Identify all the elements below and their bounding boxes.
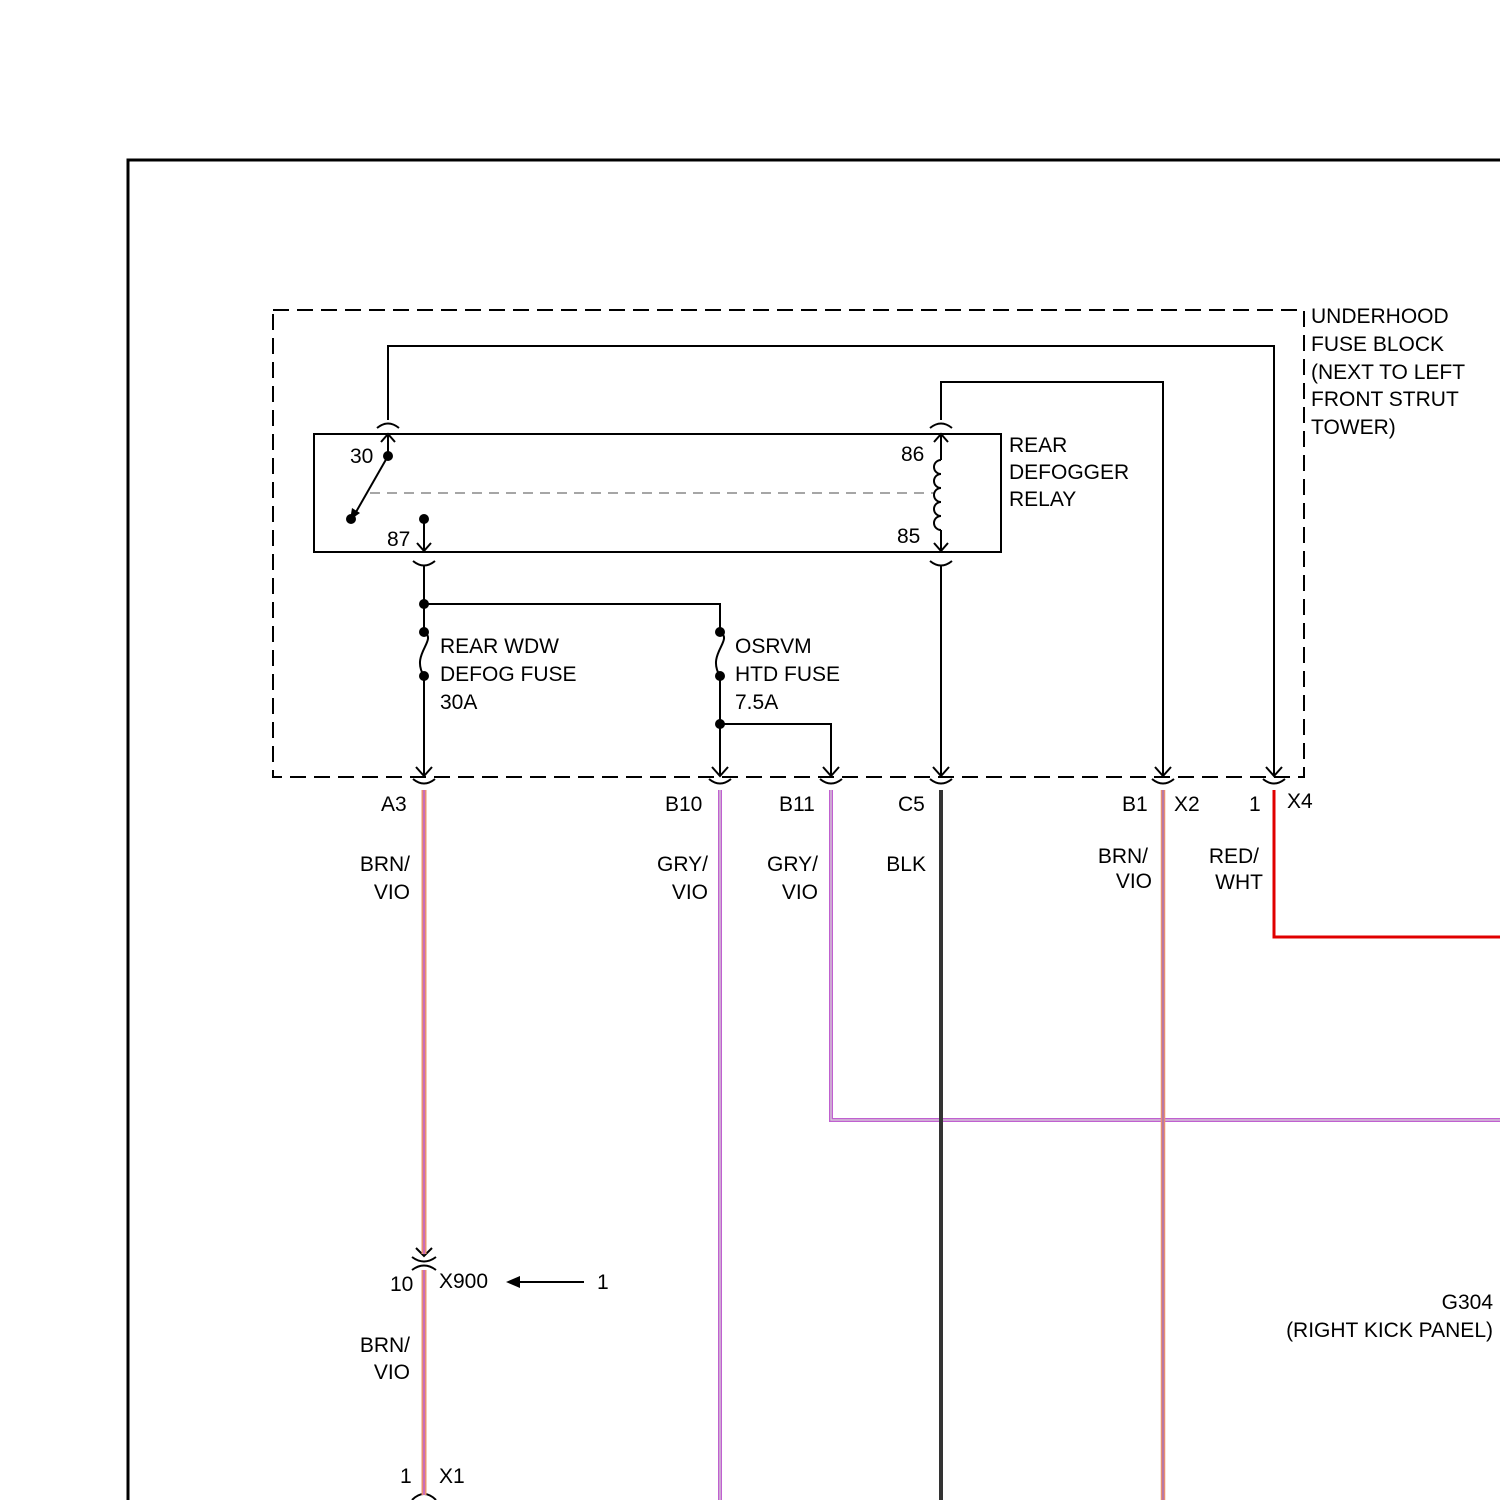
terminal-b11: B11 bbox=[779, 793, 815, 816]
page-border bbox=[128, 160, 1500, 1500]
ground-location: (RIGHT KICK PANEL) bbox=[1286, 1319, 1493, 1342]
wire-label-x4-line-1: RED/ bbox=[1209, 845, 1259, 868]
wire-label-b10-line-1: GRY/ bbox=[657, 853, 708, 876]
fuse-bus-splice bbox=[419, 599, 429, 609]
feed-wire-pin30 bbox=[388, 346, 1274, 776]
ground-name: G304 bbox=[1442, 1291, 1494, 1314]
relay-pin-30: 30 bbox=[350, 445, 373, 468]
terminal-b1: B1 bbox=[1122, 793, 1148, 816]
wire-label-b10-line-2: VIO bbox=[672, 881, 708, 904]
relay-coil bbox=[934, 434, 941, 552]
terminal-b10: B10 bbox=[665, 793, 702, 816]
connector-x1: X1 bbox=[439, 1465, 465, 1488]
wire-label-a3-line-1: BRN/ bbox=[360, 853, 410, 876]
relay-pin-85: 85 bbox=[897, 525, 920, 548]
relay-label-line-1: REAR bbox=[1009, 434, 1067, 457]
connector-x2: X2 bbox=[1174, 793, 1200, 816]
x1-pin: 1 bbox=[400, 1465, 412, 1488]
wire-label-x900-line-1: BRN/ bbox=[360, 1334, 410, 1357]
wire-label-b11-line-2: VIO bbox=[782, 881, 818, 904]
relay-socket-30 bbox=[377, 424, 399, 453]
wire-label-x900-line-2: VIO bbox=[374, 1361, 410, 1384]
wire-label-b1-line-1: BRN/ bbox=[1098, 845, 1148, 868]
relay-pin-86: 86 bbox=[901, 443, 924, 466]
fuse-block-label-line-4: FRONT STRUT bbox=[1311, 388, 1459, 411]
x900-pin: 10 bbox=[390, 1273, 413, 1296]
fuse-1-label-line-2: DEFOG FUSE bbox=[440, 663, 577, 686]
fuse-2-label-line-3: 7.5A bbox=[735, 691, 778, 714]
fuse-1-label-line-1: REAR WDW bbox=[440, 635, 559, 658]
fuse-2-label-line-1: OSRVM bbox=[735, 635, 812, 658]
fuse-block-label-line-2: FUSE BLOCK bbox=[1311, 333, 1444, 356]
fuse-block-label-line-5: TOWER) bbox=[1311, 416, 1396, 439]
fuse-1-label-line-3: 30A bbox=[440, 691, 477, 714]
connector-x900: X900 bbox=[439, 1270, 488, 1293]
fuse-rear-wdw-defog bbox=[419, 627, 429, 776]
x900-ref-number: 1 bbox=[597, 1271, 609, 1294]
relay-pin-87: 87 bbox=[387, 528, 410, 551]
relay-label-line-2: DEFOGGER bbox=[1009, 461, 1129, 484]
terminal-a3: A3 bbox=[381, 793, 407, 816]
relay-socket-86 bbox=[930, 424, 952, 453]
connector-x4: X4 bbox=[1287, 790, 1313, 813]
fuse-block-label-line-1: UNDERHOOD bbox=[1311, 305, 1449, 328]
terminal-1: 1 bbox=[1249, 793, 1261, 816]
relay-label-line-3: RELAY bbox=[1009, 488, 1076, 511]
fuse-block-boundary bbox=[273, 310, 1304, 777]
fuse-block-label-line-3: (NEXT TO LEFT bbox=[1311, 361, 1465, 384]
wire-label-b11-line-1: GRY/ bbox=[767, 853, 818, 876]
fuse-2-label-line-2: HTD FUSE bbox=[735, 663, 840, 686]
wire-label-b1-line-2: VIO bbox=[1116, 870, 1152, 893]
wire-label-a3-line-2: VIO bbox=[374, 881, 410, 904]
x900-ref-arrow-head bbox=[506, 1276, 520, 1288]
wire-label-x4-line-2: WHT bbox=[1215, 871, 1263, 894]
wire-label-c5: BLK bbox=[886, 853, 926, 876]
fuse-bus bbox=[424, 604, 720, 632]
terminal-c5: C5 bbox=[898, 793, 925, 816]
wire-b11-gry-vio bbox=[831, 790, 1500, 1120]
